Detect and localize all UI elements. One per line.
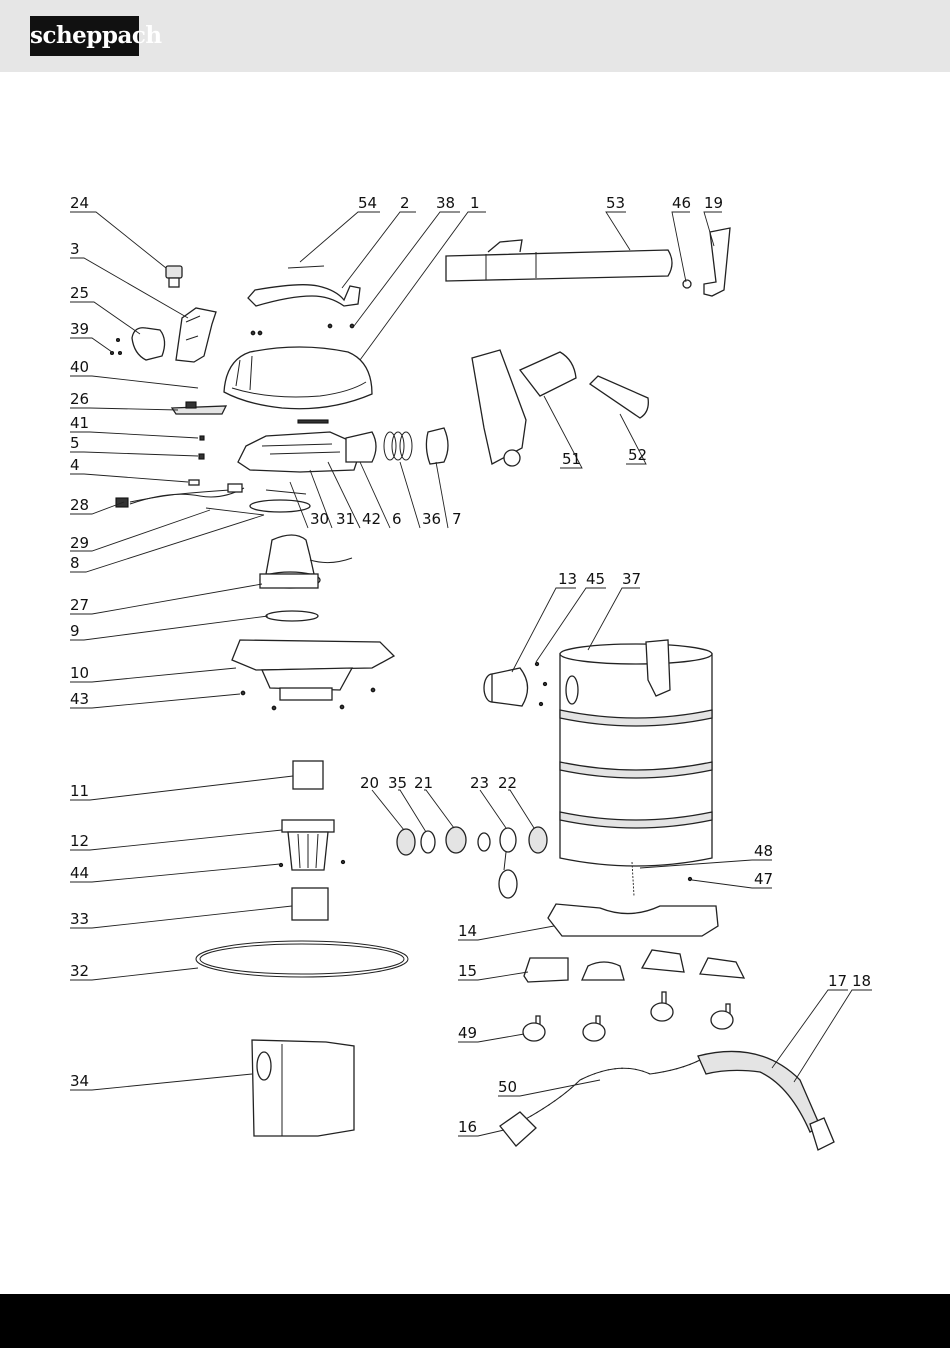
part-crevice-nozzle [590,376,648,418]
label-51: 51 [562,450,581,468]
label-32: 32 [70,962,89,980]
label-11: 11 [70,782,89,800]
part-filter-cage [279,820,344,870]
label-22: 22 [498,774,517,792]
label-14: 14 [458,922,477,940]
part-knob [132,328,165,360]
label-34: 34 [70,1072,89,1090]
label-48: 48 [754,842,773,860]
label-39: 39 [70,320,89,338]
label-26: 26 [70,390,89,408]
label-25: 25 [70,284,89,302]
part-tank-gasket [196,941,408,977]
label-24: 24 [70,194,89,212]
label-19: 19 [704,194,723,212]
part-foam-filter [293,761,323,789]
part-power-cord [116,484,244,507]
label-47: 47 [754,870,773,888]
part-tank [560,640,712,866]
part-carry-handle [248,285,360,306]
part-motor [260,535,352,588]
part-caster-covers [524,950,744,982]
label-12: 12 [70,832,89,850]
label-30: 30 [310,510,329,528]
part-hose-clip [704,228,730,296]
label-42: 42 [362,510,381,528]
part-base [548,904,718,936]
label-35: 35 [388,774,407,792]
label-13: 13 [558,570,577,588]
label-27: 27 [70,596,89,614]
part-extension-tube [446,240,672,281]
label-50: 50 [498,1078,517,1096]
label-44: 44 [70,864,89,882]
label-36: 36 [422,510,441,528]
label-46: 46 [672,194,691,212]
label-37: 37 [622,570,641,588]
part-spring [384,432,412,460]
label-21: 21 [414,774,433,792]
part-switch-board [172,406,226,414]
label-2: 2 [400,194,410,212]
part-suction-hose [500,1051,834,1150]
part-switch [166,266,182,287]
label-4: 4 [70,456,80,474]
part-floor-nozzle [472,350,576,466]
label-43: 43 [70,690,89,708]
part-motor-base [232,640,394,710]
part-side-cover [176,308,216,362]
label-45: 45 [586,570,605,588]
part-nut [683,280,691,288]
part-filter [292,888,328,920]
label-3: 3 [70,240,80,258]
part-outlet-nozzle [426,428,448,464]
label-29: 29 [70,534,89,552]
part-motor-cover [224,347,372,409]
part-drain-valve-set [397,827,547,898]
part-casters [523,992,733,1041]
label-8: 8 [70,554,80,572]
label-40: 40 [70,358,89,376]
label-6: 6 [392,510,402,528]
part-label-strip [288,266,324,268]
label-41: 41 [70,414,89,432]
part-chain [632,862,634,896]
label-53: 53 [606,194,625,212]
label-54: 54 [358,194,377,212]
label-1: 1 [470,194,480,212]
label-49: 49 [458,1024,477,1042]
label-33: 33 [70,910,89,928]
label-38: 38 [436,194,455,212]
label-23: 23 [470,774,489,792]
label-10: 10 [70,664,89,682]
part-outlet-tube [346,432,376,462]
part-dust-bag [252,1040,354,1136]
label-52: 52 [628,446,647,464]
label-31: 31 [336,510,355,528]
label-28: 28 [70,496,89,514]
label-17: 17 [828,972,847,990]
label-15: 15 [458,962,477,980]
label-20: 20 [360,774,379,792]
label-18: 18 [852,972,871,990]
part-hose-inlet [484,662,547,706]
label-7: 7 [452,510,462,528]
part-pin [688,877,691,880]
part-motor-seal [266,611,318,621]
label-5: 5 [70,434,80,452]
footer-bar [0,1294,950,1348]
label-16: 16 [458,1118,477,1136]
label-9: 9 [70,622,80,640]
